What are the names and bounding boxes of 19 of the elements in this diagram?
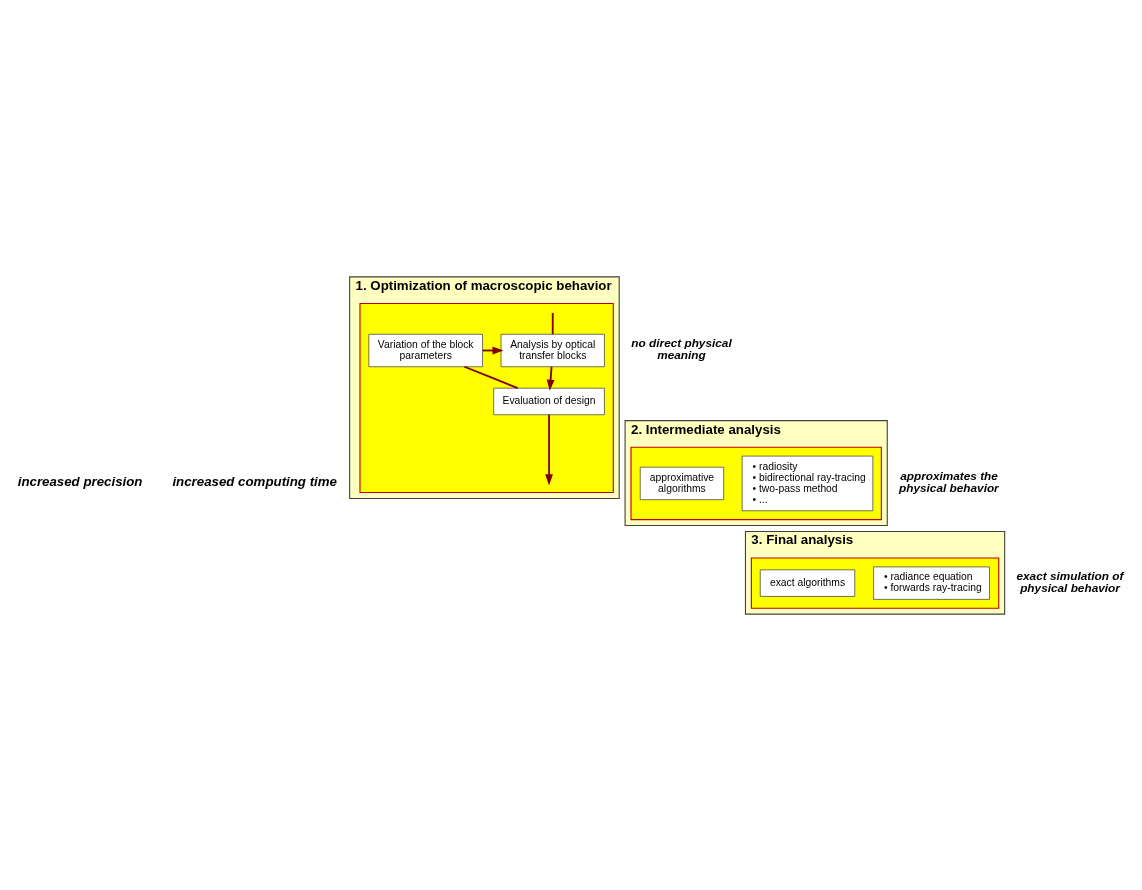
node-box: exact algorithms — [759, 568, 856, 597]
arrow — [546, 365, 555, 391]
arrow — [545, 413, 553, 485]
label: increased precision — [17, 473, 143, 489]
node-label: approximates the physical behavior — [899, 468, 999, 495]
node-box: • radiance equation • forwards ray-tracing — [873, 566, 990, 600]
node-box: Evaluation of design — [493, 387, 605, 415]
node-label: exact simulation of physical behavior — [1016, 568, 1124, 595]
node-box: Analysis by optical transfer blocks — [500, 333, 605, 367]
node-box: • radiosity • bidirectional ray-tracing • two-pass method • ... — [741, 455, 874, 511]
label: increased computing time — [172, 473, 337, 489]
cluster — [359, 302, 614, 493]
connector — [463, 365, 519, 389]
connector — [551, 311, 554, 335]
node-label: no direct physical meaning — [631, 335, 732, 362]
node-box: approximative algorithms — [639, 466, 725, 500]
cluster — [630, 446, 882, 520]
node-box: Variation of the block parameters — [368, 333, 483, 367]
cluster — [750, 556, 1000, 609]
